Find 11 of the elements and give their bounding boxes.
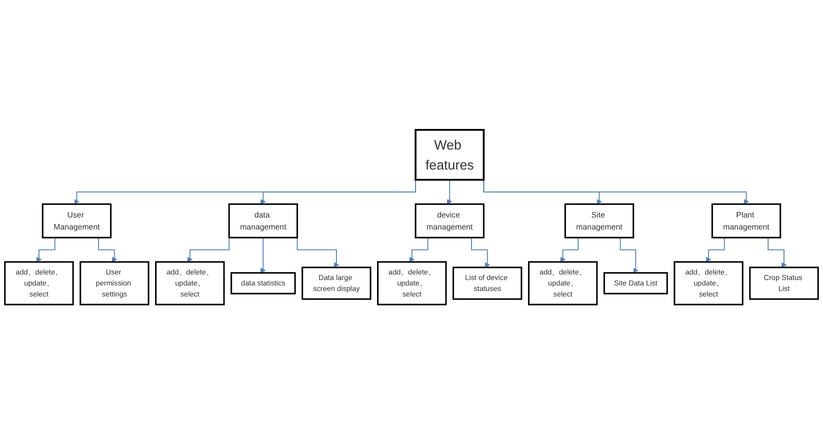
arrow <box>446 180 452 205</box>
arrow <box>409 237 428 262</box>
arrow <box>471 237 490 268</box>
arrow <box>260 237 266 274</box>
node-box: Web features <box>414 129 485 181</box>
arrow <box>98 237 118 262</box>
arrow <box>620 237 638 274</box>
arrow <box>560 237 579 262</box>
arrow <box>768 237 787 268</box>
arrow <box>36 237 56 262</box>
arrow <box>706 237 725 262</box>
